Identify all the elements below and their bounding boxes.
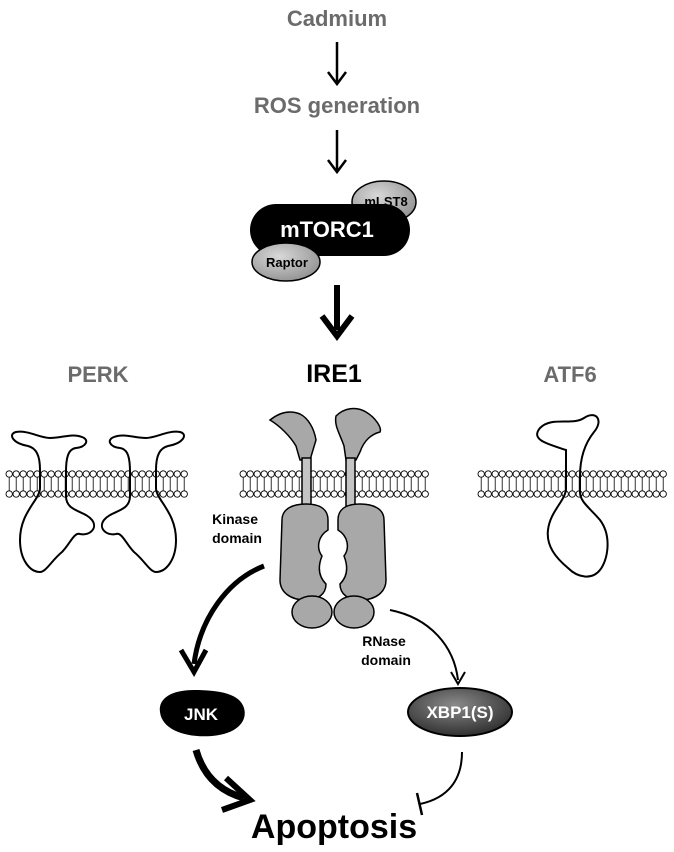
xbp1s-node: XBP1(S) xyxy=(407,687,513,737)
atf6-label: ATF6 xyxy=(543,362,596,387)
raptor-label: Raptor xyxy=(266,255,308,270)
ire1-transmembrane-left xyxy=(301,457,312,509)
inhibition-xbp1-to-apoptosis xyxy=(415,751,463,816)
ire1-label: IRE1 xyxy=(306,360,362,388)
jnk-node: JNK xyxy=(159,690,245,737)
perk-monomer-right xyxy=(100,430,185,574)
ire1-lumenal-domain-right xyxy=(334,407,382,461)
arrow-kinase-to-jnk xyxy=(178,563,265,678)
apoptosis-label: Apoptosis xyxy=(251,808,417,846)
mtorc1-complex: mLST8 mTORC1 Raptor xyxy=(250,180,417,282)
ire1-rnase-domain-right xyxy=(333,595,375,629)
cadmium-label: Cadmium xyxy=(287,6,387,31)
mtorc1-label: mTORC1 xyxy=(280,217,374,242)
xbp1s-label: XBP1(S) xyxy=(426,703,493,722)
arrow-mtorc1-to-ire1 xyxy=(319,285,355,341)
ire1-rnase-domain-left xyxy=(291,595,333,629)
er-membrane-ire1 xyxy=(239,470,429,498)
ros-generation-label: ROS generation xyxy=(254,93,420,118)
raptor-subunit xyxy=(251,242,321,282)
arrow-cadmium-to-ros xyxy=(327,42,347,87)
arrow-ros-to-mtorc1 xyxy=(327,130,347,175)
jnk-label: JNK xyxy=(184,705,219,724)
ire1-kinase-domain-left xyxy=(279,503,329,601)
rnase-domain-label: RNase domain xyxy=(361,633,411,668)
ire1-kinase-domain-right xyxy=(337,503,387,601)
ire1-transmembrane-right xyxy=(345,457,356,509)
kinase-domain-label: Kinase domain xyxy=(212,511,262,546)
perk-monomer-left xyxy=(11,430,96,574)
er-membrane-atf6 xyxy=(477,470,667,498)
er-membrane-perk xyxy=(5,470,188,498)
perk-label: PERK xyxy=(67,362,128,387)
ire1-lumenal-domain-left xyxy=(268,411,317,461)
atf6-protein xyxy=(536,414,609,578)
perk-dimer xyxy=(11,430,185,574)
arrow-rnase-to-xbp1 xyxy=(389,609,466,686)
arrow-jnk-to-apoptosis xyxy=(192,748,256,813)
ire1-dimer xyxy=(268,407,387,629)
mlst8-label: mLST8 xyxy=(364,194,407,209)
